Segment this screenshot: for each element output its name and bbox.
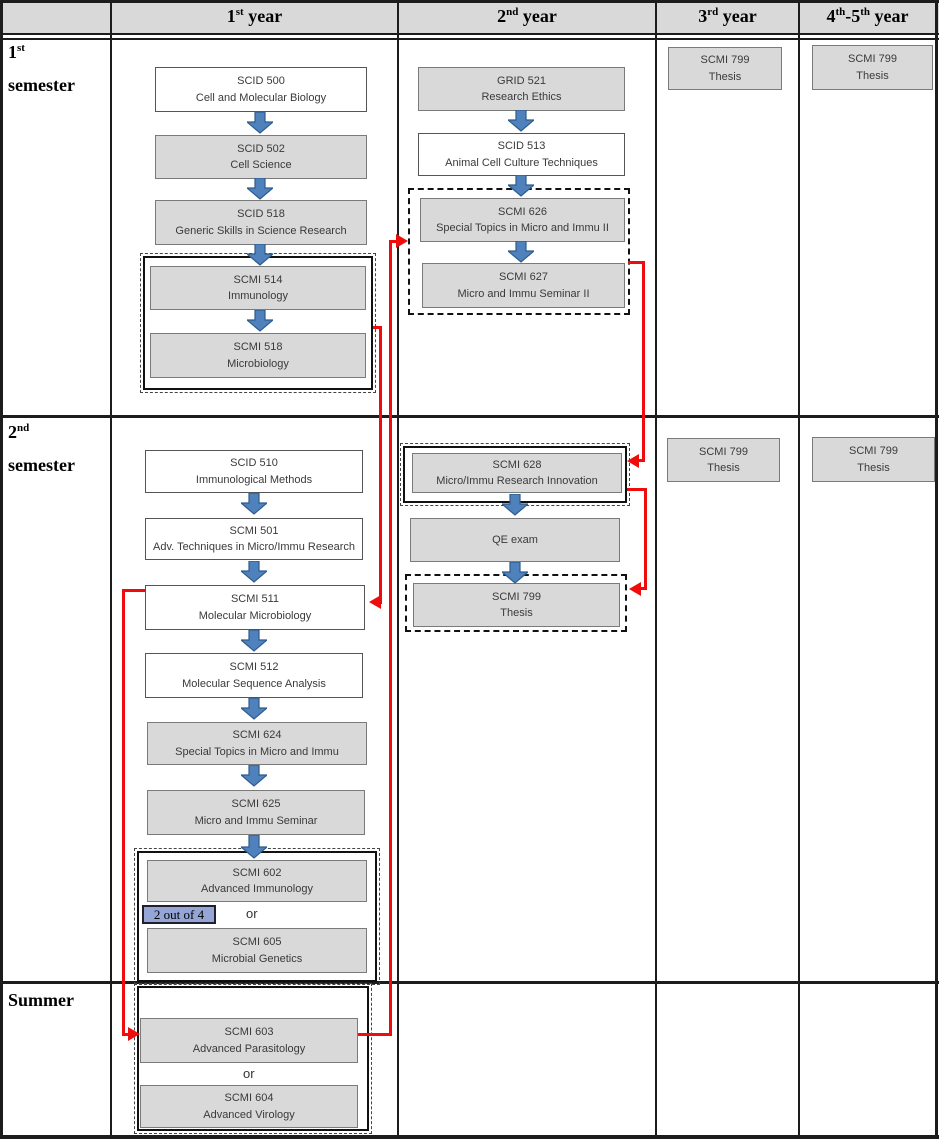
connector-arrowhead-into-scmi628 <box>627 454 639 468</box>
down-arrow-icon <box>245 243 275 271</box>
connector-scmi511-to-scmi603-vertical <box>122 589 125 1036</box>
year-header-3: 3rd year <box>698 6 757 26</box>
row-divider-summer <box>0 981 939 984</box>
table-border-right <box>935 0 938 1139</box>
down-arrow-icon <box>500 493 530 521</box>
down-arrow-icon <box>239 697 269 725</box>
connector-scmi628-to-scmi799-bottom <box>640 587 647 590</box>
header-divider-line-2 <box>0 38 939 40</box>
row-divider-semester2 <box>0 415 939 418</box>
connector-micro-to-scmi511-start <box>373 326 382 329</box>
header-divider-line <box>0 33 939 35</box>
year-header-2: 2nd year <box>497 6 557 26</box>
connector-arrowhead-into-scmi511 <box>369 595 381 609</box>
down-arrow-icon <box>239 492 269 520</box>
column-divider-4 <box>798 0 800 1139</box>
connector-arrowhead-into-scmi799 <box>629 582 641 596</box>
group-summer-electives <box>134 983 372 1134</box>
or-label-summer: or <box>243 1066 255 1081</box>
connector-arrowhead-into-scmi626 <box>396 234 408 248</box>
connector-scmi628-out <box>627 488 647 491</box>
table-border-bottom <box>0 1135 939 1139</box>
row-header-summer: Summer <box>8 990 74 1010</box>
down-arrow-icon <box>506 109 536 137</box>
connector-scmi603-to-scmi626-top <box>389 240 397 243</box>
connector-scmi628-to-scmi799-vertical <box>644 488 647 590</box>
down-arrow-icon <box>506 174 536 202</box>
down-arrow-icon <box>506 240 536 268</box>
connector-scmi627-to-scmi628-bottom <box>638 459 645 462</box>
down-arrow-icon <box>245 111 275 139</box>
column-divider-2 <box>397 0 399 1139</box>
down-arrow-icon <box>500 561 530 589</box>
down-arrow-icon <box>245 309 275 337</box>
down-arrow-icon <box>239 560 269 588</box>
choose-2-of-4-label: 2 out of 4 <box>142 905 216 924</box>
header-row-background <box>0 0 939 33</box>
connector-scmi511-to-scmi603-bottom <box>122 1033 130 1036</box>
connector-micro-to-scmi511-vertical <box>379 326 382 604</box>
table-border-left <box>0 0 3 1139</box>
connector-scmi603-to-scmi626-vertical <box>389 240 392 1036</box>
connector-scmi603-out <box>358 1033 392 1036</box>
down-arrow-icon <box>239 834 269 864</box>
column-divider-1 <box>110 0 112 1139</box>
connector-scmi511-out <box>122 589 146 592</box>
year-header-1: 1st year <box>226 6 283 26</box>
connector-scmi627-out <box>628 261 645 264</box>
down-arrow-icon <box>239 764 269 792</box>
down-arrow-icon <box>239 629 269 657</box>
course-box-qe-exam: QE exam <box>410 518 620 562</box>
or-label-semester2: or <box>246 906 258 921</box>
column-divider-3 <box>655 0 657 1139</box>
year-header-4: 4th-5th year <box>826 6 909 26</box>
connector-arrowhead-into-scmi603 <box>128 1027 140 1041</box>
down-arrow-icon <box>245 177 275 205</box>
connector-scmi627-to-scmi628-vertical <box>642 261 645 462</box>
row-header-semester-2: 2nd semester <box>8 422 75 475</box>
row-header-semester-1: 1st semester <box>8 42 75 95</box>
table-border-top <box>0 0 939 3</box>
